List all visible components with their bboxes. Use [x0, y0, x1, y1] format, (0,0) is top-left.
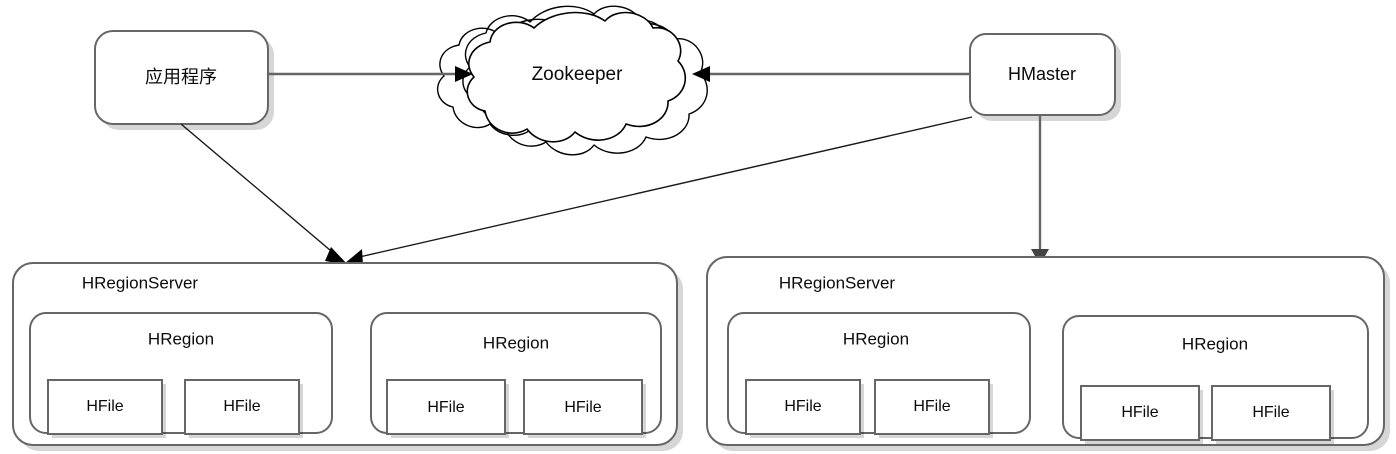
region-server-1[interactable]: HRegionServer HRegion HFile HFile HRegio… — [12, 262, 678, 446]
edge-application-rs1-arrowhead — [325, 247, 348, 265]
region-server-2-region-2[interactable]: HRegion HFile HFile — [1062, 315, 1369, 444]
region-server-1-region-1[interactable]: HRegion HFile HFile — [29, 312, 333, 438]
hfile-2-2-2-box[interactable] — [1211, 385, 1331, 441]
region-2-1-label: HRegion — [843, 329, 909, 348]
edge-application-to-zookeeper — [268, 66, 473, 82]
region-server-1-region-2[interactable]: HRegion HFile HFile — [370, 312, 662, 438]
hfile-1-1-2-box[interactable] — [184, 379, 300, 435]
edge-hmaster-to-region-server-1 — [344, 116, 973, 265]
node-zookeeper[interactable]: Zookeeper — [436, 5, 708, 156]
node-application[interactable]: 应用程序 — [94, 30, 269, 125]
hfile-1-1-1-box[interactable] — [47, 379, 163, 435]
edge-hmaster-to-zookeeper — [692, 66, 970, 82]
region-server-2-region-1[interactable]: HRegion HFile HFile — [727, 312, 1031, 438]
hfile-1-1-1-label: HFile — [86, 398, 123, 415]
application-label: 应用程序 — [145, 67, 217, 88]
edge-application-to-region-server-1 — [180, 123, 348, 265]
hfile-2-2-1-label: HFile — [1121, 404, 1158, 421]
edge-hmaster-to-region-server-2 — [1031, 115, 1049, 265]
region-server-2-label: HRegionServer — [779, 273, 896, 292]
hfile-2-2-2-label: HFile — [1252, 404, 1289, 421]
edge-hmaster-rs1-arrowhead — [344, 249, 363, 265]
hmaster-label: HMaster — [1008, 64, 1076, 84]
hfile-2-2-1-box[interactable] — [1080, 385, 1200, 441]
hfile-1-2-2-box[interactable] — [523, 379, 643, 435]
edge-application-rs1-line — [180, 123, 338, 257]
region-1-2-label: HRegion — [483, 333, 549, 352]
edge-layer — [180, 66, 1049, 265]
hfile-1-2-1-label: HFile — [427, 399, 464, 416]
edge-application-zookeeper-arrowhead — [455, 66, 473, 82]
region-2-2-label: HRegion — [1182, 334, 1248, 353]
region-1-1-label: HRegion — [148, 329, 214, 348]
region-server-1-label: HRegionServer — [82, 273, 199, 292]
region-server-2[interactable]: HRegionServer HRegion HFile HFile HRegio… — [706, 256, 1385, 446]
hfile-1-1-2-label: HFile — [223, 398, 260, 415]
edge-hmaster-zookeeper-arrowhead — [692, 66, 710, 82]
zookeeper-label: Zookeeper — [532, 64, 624, 85]
hfile-2-1-2-box[interactable] — [874, 379, 990, 435]
node-hmaster[interactable]: HMaster — [969, 33, 1116, 116]
hfile-2-1-1-label: HFile — [784, 398, 821, 415]
hfile-2-1-1-box[interactable] — [745, 379, 861, 435]
hfile-1-2-2-label: HFile — [564, 399, 601, 416]
hfile-1-2-1-box[interactable] — [386, 379, 506, 435]
hfile-2-1-2-label: HFile — [913, 398, 950, 415]
edge-hmaster-rs1-line — [354, 116, 973, 259]
